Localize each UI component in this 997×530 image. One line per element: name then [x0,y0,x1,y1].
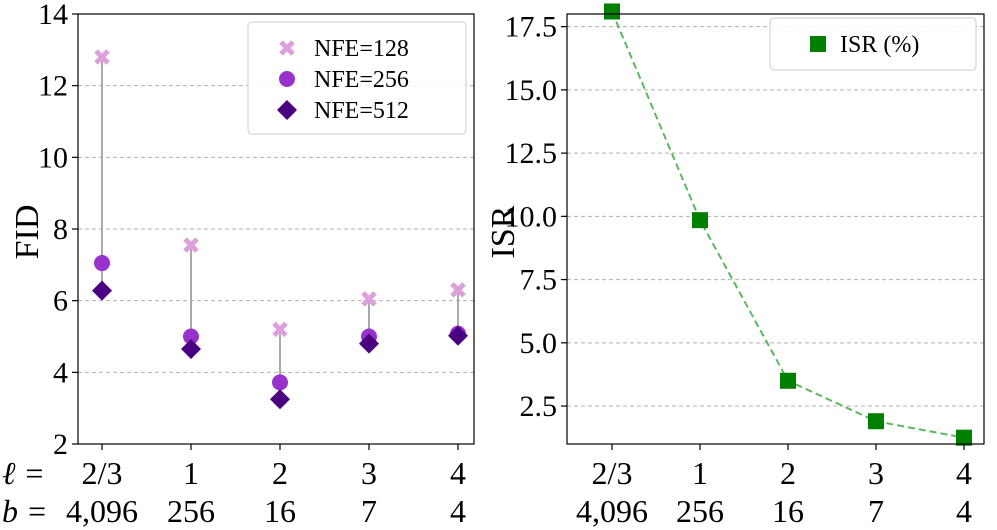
fid-x-ell-label: 3 [361,455,377,491]
isr-y-tick-label: 15.0 [505,74,558,107]
fid-legend-label: NFE=128 [314,36,409,62]
isr-x-b-label: 4 [956,493,972,529]
fid-point [272,321,288,338]
fid-y-tick-label: 4 [53,356,68,389]
fid-x-ell-label: 4 [450,455,466,491]
fid-x-ell-label: 2/3 [82,455,123,491]
isr-point [956,429,972,446]
fid-y-tick-label: 12 [38,70,68,103]
isr-point [604,3,620,20]
fid-legend-label: NFE=256 [314,67,409,93]
isr-y-tick-label: 5.0 [520,327,558,360]
fid-point [92,280,112,301]
fid-x-ell-label: 2 [272,455,288,491]
fid-point [450,282,466,298]
isr-x-b-label: 16 [772,493,804,529]
fid-legend-marker [279,71,295,87]
fid-point [94,49,110,65]
fid-x-b-label: 16 [264,493,296,529]
fid-markers [92,49,468,410]
fid-point [181,339,201,360]
isr-x-b-label: 256 [676,493,724,529]
isr-y-tick-label: 7.5 [520,264,558,297]
fid-legend-box [247,21,467,135]
fid-x-b-label: 256 [167,493,215,529]
isr-y-tick-label: 17.5 [505,11,558,44]
isr-x-b-label: 4,096 [576,493,648,529]
fid-point [94,255,110,272]
fid-point [361,291,377,307]
fid-y-tick-label: 6 [53,285,68,318]
isr-y-ticks: 2.5 5.0 7.5 10.0 12.5 15.0 17.5 [505,11,567,423]
isr-point [692,212,708,229]
isr-x-b-label: 7 [868,493,884,529]
isr-legend-label: ISR (%) [840,32,919,58]
isr-legend-box [769,17,977,71]
fid-point [270,389,290,410]
fid-x-b-label: 4 [450,493,466,529]
fid-legend-marker [277,100,297,120]
fid-point [272,374,288,391]
isr-x-ell-label: 2/3 [592,455,633,491]
fid-point [359,333,379,354]
isr-x-ell-label: 4 [956,455,972,491]
fid-x-b-label: 7 [361,493,377,529]
isr-point [780,372,796,389]
isr-y-tick-label: 12.5 [505,137,558,170]
isr-legend-marker [810,36,826,52]
fid-point [448,325,468,346]
fid-legend-marker [279,40,295,56]
isr-y-axis-label: ISR [485,205,522,258]
fid-legend-label: NFE=512 [314,98,409,124]
isr-point [868,413,884,430]
isr-markers [604,3,972,446]
isr-y-tick-label: 10.0 [505,200,558,233]
isr-x-ell-label: 1 [692,455,708,491]
fid-y-tick-label: 2 [53,428,68,461]
fid-point [183,328,199,345]
b-row-label: b = [2,493,48,529]
fid-y-tick-label: 8 [53,213,68,246]
isr-gridlines [567,26,984,407]
fid-x-ell-label: 1 [183,455,199,491]
isr-legend: ISR (%) [769,17,977,71]
fid-y-tick-label: 10 [38,141,68,174]
isr-x-ell-label: 2 [780,455,796,491]
fid-point [183,237,199,253]
isr-x-ell-label: 3 [868,455,884,491]
ell-row-label: ℓ = [2,455,45,491]
fid-y-axis-label: FID [9,205,46,260]
fid-y-ticks: 2 4 6 8 10 12 14 [38,0,78,461]
fid-y-tick-label: 14 [38,0,68,31]
fid-x-b-label: 4,096 [66,493,138,529]
isr-plot-frame [566,13,985,445]
isr-y-tick-label: 2.5 [520,390,558,423]
